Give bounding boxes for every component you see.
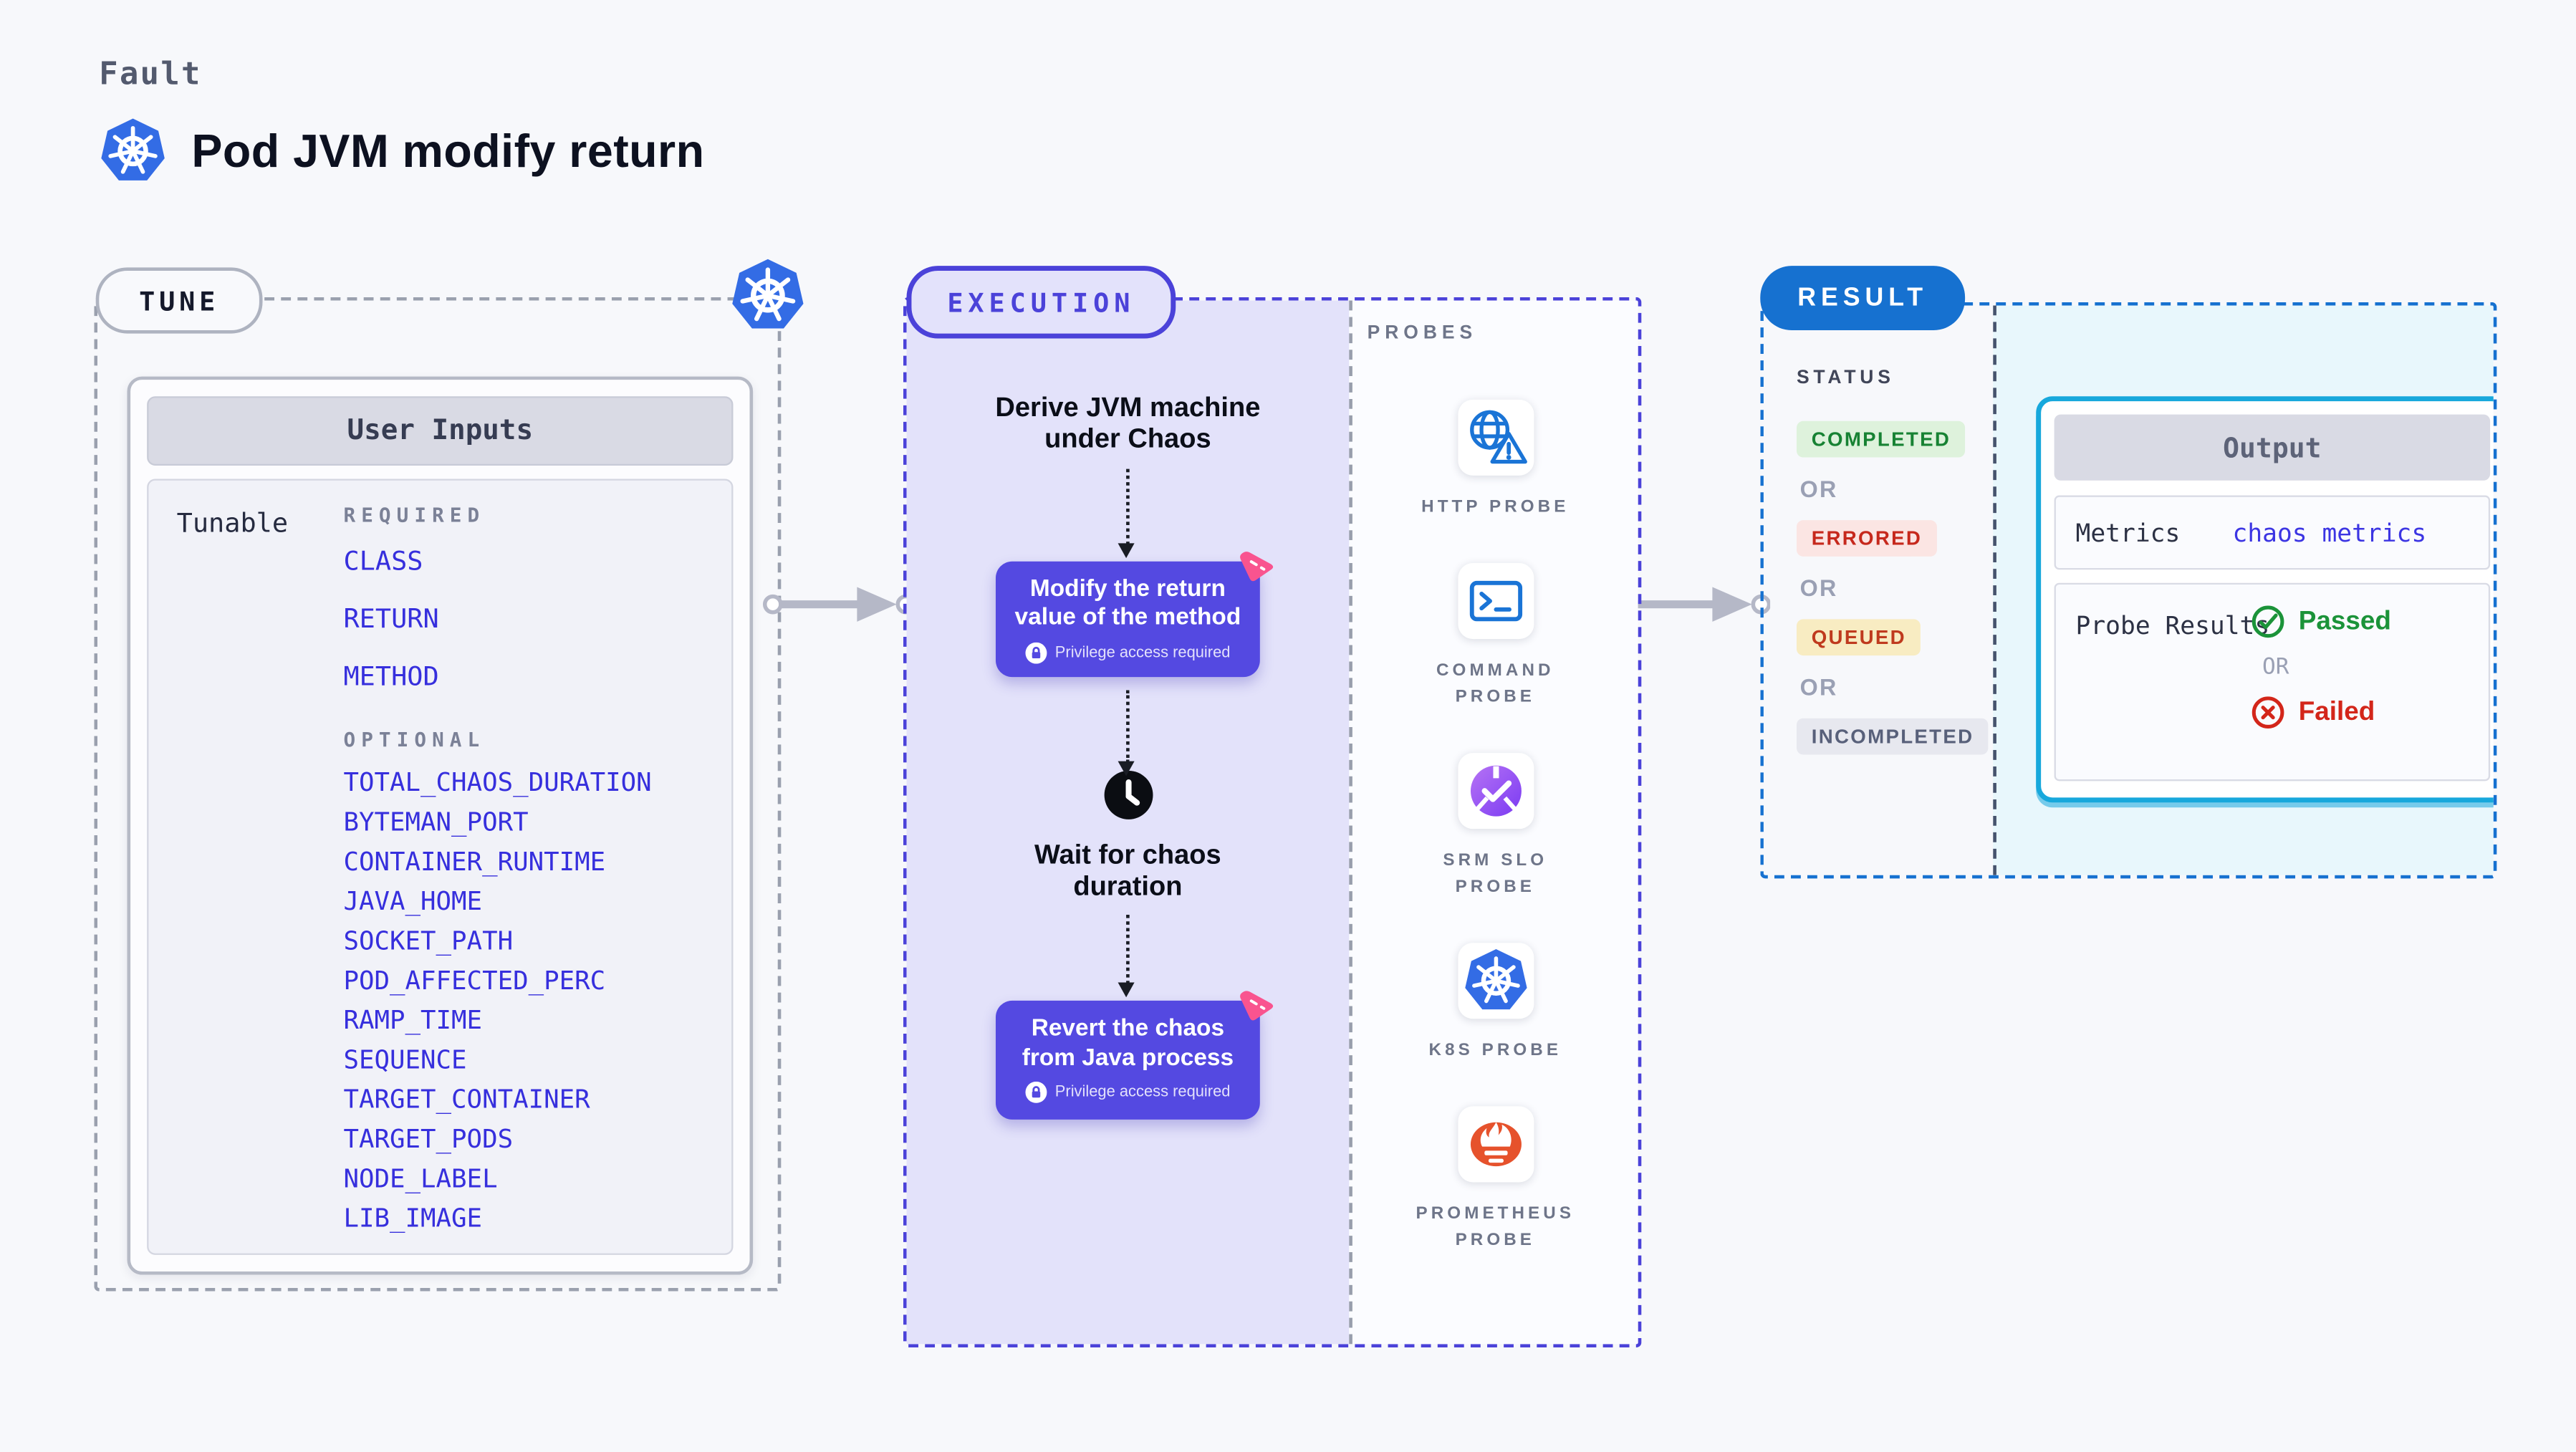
passed-line: Passed: [2251, 605, 2391, 639]
prometheus-icon: [1457, 1106, 1534, 1183]
tune-to-execution-arrow: [763, 583, 915, 626]
result-badge: RESULT: [1760, 266, 1966, 331]
status-heading: STATUS: [1796, 368, 1895, 388]
metrics-row: Metrics chaos metrics: [2054, 495, 2491, 570]
param-link[interactable]: METHOD: [343, 660, 439, 692]
chaos-metrics-link[interactable]: chaos metrics: [2232, 517, 2427, 548]
param-link[interactable]: TARGET_CONTAINER: [343, 1085, 590, 1115]
param-link[interactable]: CONTAINER_RUNTIME: [343, 847, 606, 878]
lock-icon: [1025, 1082, 1047, 1104]
check-circle-icon: [2251, 605, 2284, 638]
passed-label: Passed: [2298, 607, 2391, 635]
x-circle-icon: [2251, 696, 2284, 729]
param-link[interactable]: LIB_IMAGE: [343, 1203, 483, 1234]
output-panel: Output Metrics chaos metrics Probe Resul…: [2036, 396, 2494, 803]
probe-results-values: Passed OR Failed: [2251, 605, 2391, 730]
param-link[interactable]: JAVA_HOME: [343, 886, 483, 917]
step-wait: Wait for chaos duration: [1034, 840, 1221, 903]
step-modify-label: Modify the return value of the method: [1014, 575, 1241, 632]
param-link[interactable]: SEQUENCE: [343, 1045, 467, 1075]
dotted-arrow-down: [1118, 913, 1135, 997]
step-derive: Derive JVM machine under Chaos: [995, 393, 1261, 455]
param-link[interactable]: SOCKET_PATH: [343, 926, 514, 956]
output-region: Output Metrics chaos metrics Probe Resul…: [1993, 305, 2494, 875]
lock-icon: [1025, 642, 1047, 664]
param-link[interactable]: NODE_LABEL: [343, 1164, 498, 1194]
fault-eyebrow: Fault: [99, 56, 202, 93]
privilege-note: Privilege access required: [1025, 1082, 1231, 1104]
optional-group-label: OPTIONAL: [343, 728, 486, 751]
tunable-label: Tunable: [176, 506, 289, 539]
srm-slo-probe-icon: [1457, 753, 1534, 830]
page-title-row: Pod JVM modify return: [99, 117, 704, 186]
param-link[interactable]: TARGET_PODS: [343, 1124, 514, 1155]
execution-flow: Derive JVM machine under Chaos Modify th…: [906, 300, 1350, 1345]
probe-item: K8S PROBE: [1405, 943, 1587, 1063]
param-link[interactable]: CLASS: [343, 544, 423, 577]
status-badge-errored: ERRORED: [1796, 520, 1937, 557]
probe-item: SRM SLO PROBE: [1405, 753, 1587, 900]
user-inputs-body: Tunable REQUIRED CLASS RETURN METHOD OPT…: [147, 479, 734, 1255]
kubernetes-icon: [1457, 943, 1534, 1019]
kubernetes-icon: [99, 117, 167, 186]
page-title: Pod JVM modify return: [191, 125, 705, 176]
param-link[interactable]: BYTEMAN_PORT: [343, 807, 529, 837]
tune-badge: TUNE: [95, 267, 263, 334]
output-title: Output: [2054, 414, 2491, 481]
privilege-note-text: Privilege access required: [1054, 1083, 1231, 1102]
dotted-arrow-down: [1118, 691, 1135, 777]
execution-section: Derive JVM machine under Chaos Modify th…: [903, 297, 1642, 1347]
status-badge-incompleted: INCOMPLETED: [1796, 718, 1989, 755]
execution-badge: EXECUTION: [906, 266, 1176, 339]
probe-item: HTTP PROBE: [1405, 399, 1587, 520]
chaos-icon: [1240, 552, 1274, 582]
failed-line: Failed: [2251, 695, 2391, 729]
probes-column: PROBES HTTP PROBE: [1349, 300, 1638, 1345]
probe-label: HTTP PROBE: [1421, 496, 1570, 517]
or-separator: OR: [1799, 475, 1838, 502]
probe-results-label: Probe Results: [2075, 610, 2270, 641]
param-link[interactable]: RETURN: [343, 602, 439, 635]
metrics-label: Metrics: [2075, 517, 2181, 548]
probe-item: PROMETHEUS PROBE: [1405, 1106, 1587, 1253]
kubernetes-icon: [730, 258, 806, 334]
probe-label: COMMAND PROBE: [1436, 660, 1554, 707]
param-link[interactable]: TOTAL_CHAOS_DURATION: [343, 767, 652, 798]
step-revert-label: Revert the chaos from Java process: [1022, 1015, 1234, 1071]
status-badge-queued: QUEUED: [1796, 619, 1921, 656]
user-inputs-title: User Inputs: [147, 396, 734, 466]
required-group-label: REQUIRED: [343, 504, 486, 527]
http-probe-icon: [1457, 399, 1534, 476]
probe-label: K8S PROBE: [1428, 1040, 1562, 1060]
or-separator: OR: [2262, 653, 2289, 681]
user-inputs-panel: User Inputs Tunable REQUIRED CLASS RETUR…: [127, 376, 754, 1275]
command-probe-icon: [1457, 563, 1534, 640]
param-link[interactable]: POD_AFFECTED_PERC: [343, 966, 606, 996]
probe-item: COMMAND PROBE: [1405, 563, 1587, 710]
tune-section: [94, 297, 782, 1292]
step-card-revert: Revert the chaos from Java process Privi…: [995, 990, 1274, 1119]
dotted-arrow-down: [1118, 469, 1135, 559]
probes-heading: PROBES: [1367, 323, 1478, 344]
or-separator: OR: [1799, 574, 1838, 602]
param-link[interactable]: RAMP_TIME: [343, 1005, 483, 1036]
status-badge-completed: COMPLETED: [1796, 420, 1966, 458]
status-column: STATUS COMPLETED OR ERRORED OR QUEUED OR…: [1764, 305, 1993, 875]
privilege-note-text: Privilege access required: [1054, 643, 1231, 663]
privilege-note: Privilege access required: [1025, 642, 1231, 664]
probe-label: PROMETHEUS PROBE: [1416, 1203, 1575, 1250]
failed-label: Failed: [2298, 697, 2375, 726]
result-section: STATUS COMPLETED OR ERRORED OR QUEUED OR…: [1760, 302, 2497, 879]
step-card-modify: Modify the return value of the method Pr…: [995, 552, 1274, 678]
probe-label: SRM SLO PROBE: [1443, 850, 1548, 897]
clock-icon: [1102, 770, 1153, 830]
chaos-icon: [1240, 990, 1274, 1020]
or-separator: OR: [1799, 673, 1838, 701]
tunable-param-list: REQUIRED CLASS RETURN METHOD OPTIONAL TO…: [343, 504, 651, 1244]
probe-results-row: Probe Results Passed OR: [2054, 582, 2491, 782]
